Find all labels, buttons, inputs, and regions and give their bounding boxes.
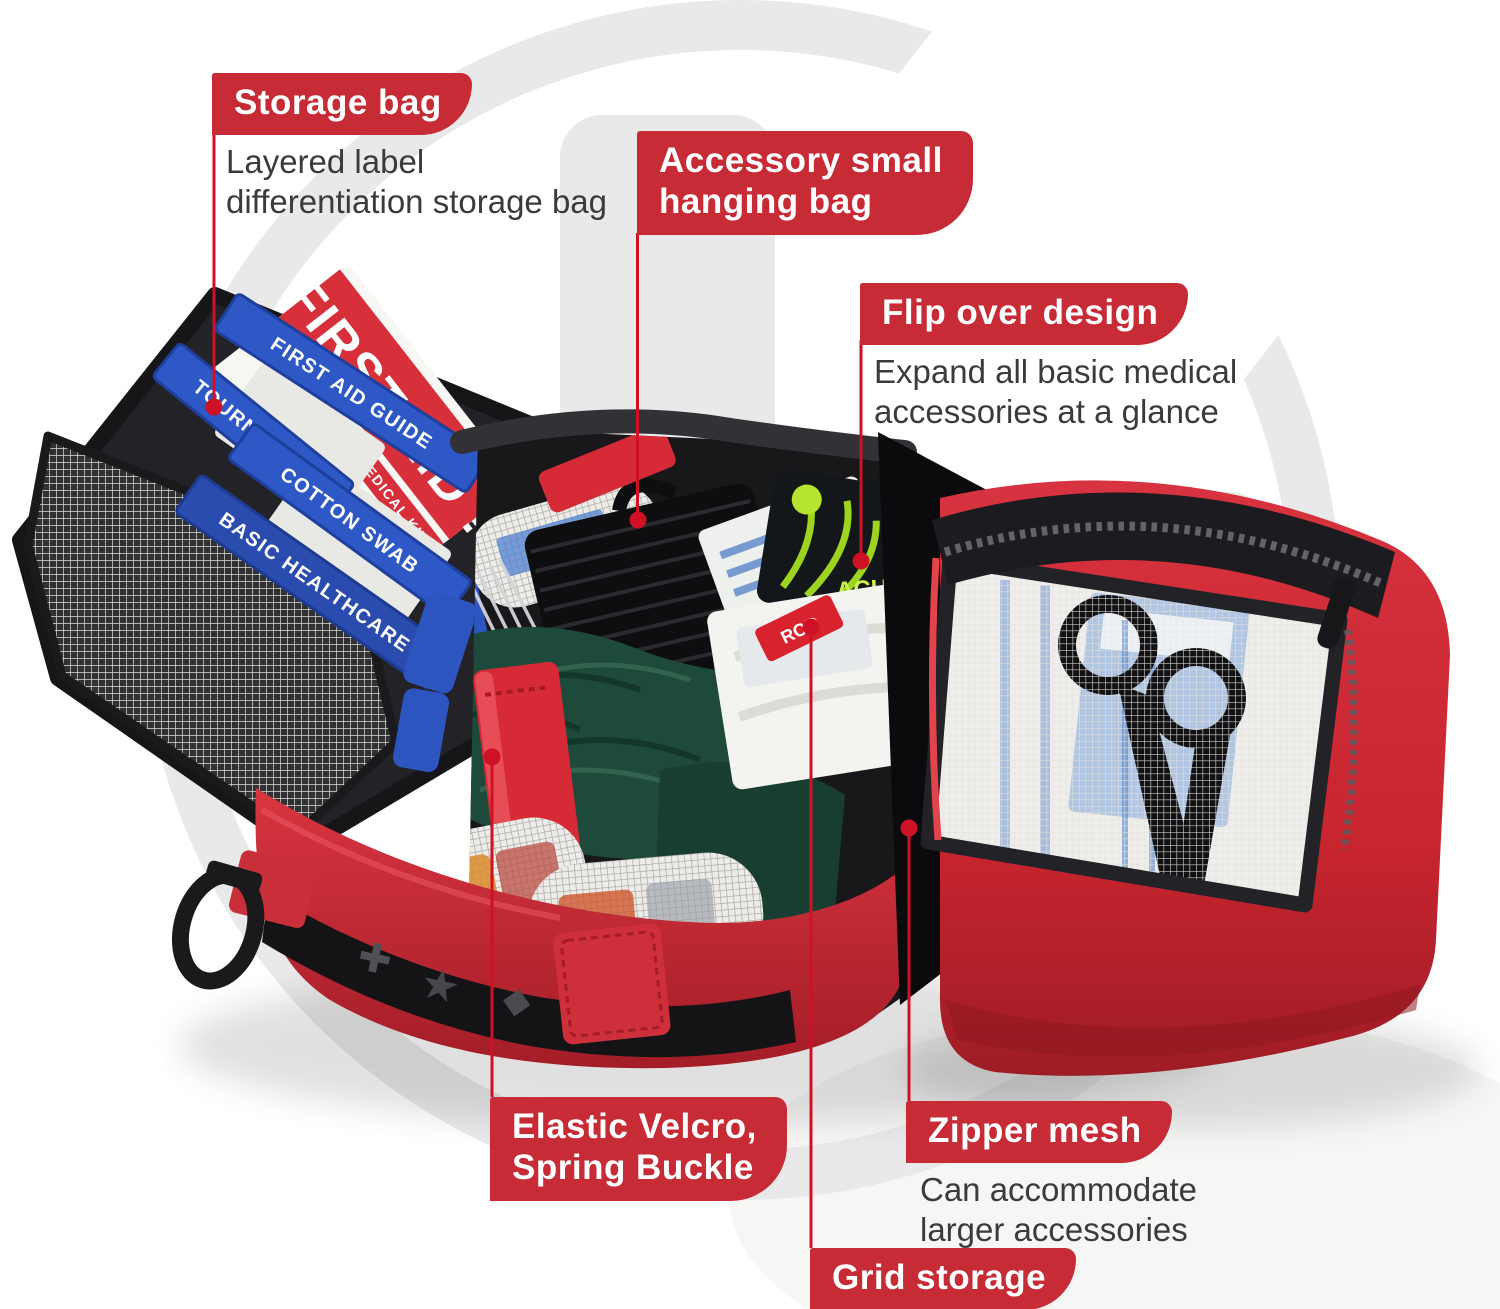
callout-title-line: hanging bag [659, 182, 873, 222]
callout-description: Expand all basic medical accessories at … [860, 352, 1237, 432]
callout-desc-line: accessories at a glance [874, 393, 1219, 431]
bag-front: ✚ ★ ◆ [171, 788, 912, 1069]
callout-line-grid-storage [802, 618, 820, 1248]
callout-flip-over-design: Flip over design Expand all basic medica… [860, 283, 1237, 432]
zipper-pull [1317, 576, 1356, 649]
d-ring [171, 860, 265, 990]
callout-desc-line: differentiation storage bag [226, 183, 607, 221]
callout-line-flip-over-design [852, 340, 870, 570]
callout-description: Layered label differentiation storage ba… [212, 142, 607, 222]
callout-title: Grid storage [810, 1248, 1077, 1309]
callout-desc-line: Layered label [226, 143, 425, 181]
callout-title: Storage bag [212, 73, 472, 136]
zipper-teeth [943, 521, 1387, 590]
right-flap [920, 480, 1450, 1076]
callout-line-elastic-velcro [483, 748, 501, 1097]
callout-line-storage-bag [205, 129, 223, 416]
callout-title-line: Accessory small [659, 141, 943, 180]
callout-grid-storage: Grid storage [810, 1248, 1077, 1309]
callout-line-zipper-mesh [900, 819, 918, 1101]
callout-title: Elastic Velcro, Spring Buckle [490, 1097, 787, 1201]
zipper-mesh-pocket [928, 560, 1340, 905]
callout-title-line: Storage bag [234, 83, 442, 122]
callout-title-line: Elastic Velcro, [512, 1107, 757, 1146]
strap-ends [392, 592, 477, 772]
callout-title-line: Flip over design [882, 293, 1159, 332]
callout-title-line: Grid storage [832, 1258, 1047, 1297]
callout-desc-line: Expand all basic medical [874, 353, 1238, 391]
callout-line-accessory-small-hanging-bag [629, 233, 647, 529]
velcro-patch [553, 923, 671, 1045]
red-top-strap [538, 428, 676, 513]
callout-accessory-small-hanging-bag: Accessory small hanging bag [637, 131, 973, 235]
callout-elastic-velcro-spring-buckle: Elastic Velcro, Spring Buckle [490, 1097, 787, 1201]
callout-desc-line: larger accessories [920, 1211, 1188, 1249]
watermark-swoosh-cut [865, 0, 1337, 400]
callout-title-line: Zipper mesh [928, 1111, 1142, 1150]
callout-description: Can accommodate larger accessories [906, 1170, 1197, 1250]
callout-title: Accessory small hanging bag [637, 131, 973, 235]
callout-title-line: Spring Buckle [512, 1148, 754, 1188]
callout-desc-line: Can accommodate [920, 1171, 1197, 1209]
callout-title: Flip over design [860, 283, 1189, 346]
callout-title: Zipper mesh [906, 1101, 1172, 1164]
callout-storage-bag: Storage bag Layered label differentiatio… [212, 73, 607, 222]
zipper-band [932, 492, 1395, 618]
callout-zipper-mesh: Zipper mesh Can accommodate larger acces… [906, 1101, 1197, 1250]
